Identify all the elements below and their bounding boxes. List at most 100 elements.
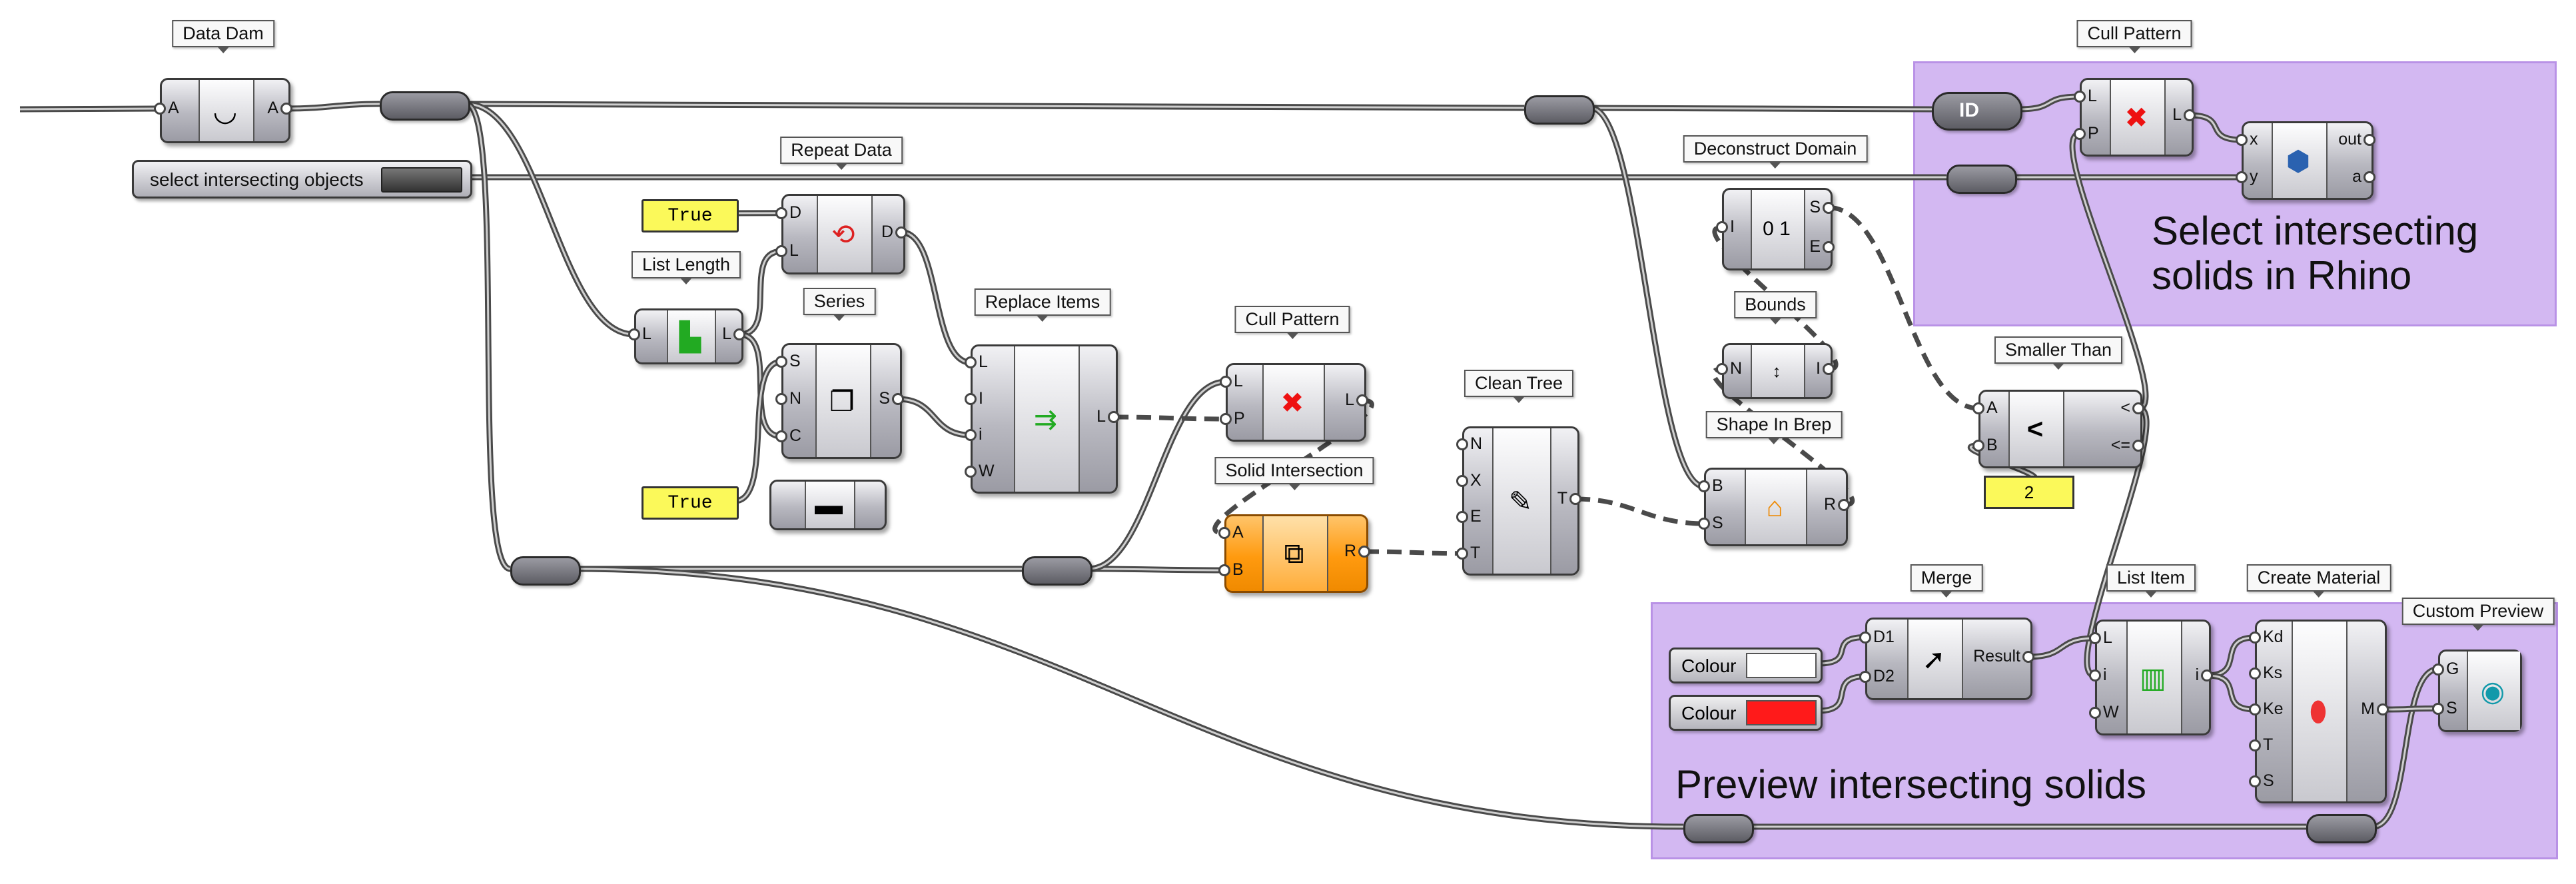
list-item-input-w[interactable]: W xyxy=(2103,703,2119,721)
port-grip[interactable] xyxy=(1859,631,1871,644)
create-material-input-kd[interactable]: Kd xyxy=(2263,628,2284,646)
port-grip[interactable] xyxy=(965,429,977,442)
port-grip[interactable] xyxy=(965,356,977,369)
clean-tree-input-x[interactable]: X xyxy=(1470,470,1482,490)
python-output-a[interactable]: a xyxy=(2352,167,2361,186)
port-grip[interactable] xyxy=(1698,480,1710,492)
relay-4[interactable] xyxy=(510,556,581,586)
cull-pattern-2-input-p[interactable]: P xyxy=(2088,124,2099,143)
group-select-solids[interactable]: Select intersecting solids in Rhino xyxy=(1913,61,2557,326)
port-grip[interactable] xyxy=(2089,632,2101,644)
port-grip[interactable] xyxy=(1218,527,1230,539)
list-item-input-l[interactable]: L xyxy=(2103,628,2112,647)
port-grip[interactable] xyxy=(775,393,787,405)
number-panel[interactable]: 2 xyxy=(1984,476,2074,509)
smaller-than-output-le[interactable]: <= xyxy=(2110,436,2130,454)
port-grip[interactable] xyxy=(775,430,787,442)
button-select-intersecting[interactable]: select intersecting objects xyxy=(132,160,472,199)
clean-tree-input-t[interactable]: T xyxy=(1470,543,1481,562)
relay-5[interactable] xyxy=(1022,556,1092,586)
component-cull-pattern-1[interactable]: ✖ xyxy=(1226,363,1366,442)
repeat-data-input-l[interactable]: L xyxy=(789,241,799,260)
port-grip[interactable] xyxy=(1823,201,1835,214)
cull-pattern-1-output-l[interactable]: L xyxy=(1345,390,1354,409)
deconstruct-domain-input-i[interactable]: I xyxy=(1730,217,1735,236)
port-grip[interactable] xyxy=(2377,703,2389,715)
shape-in-brep-input-b[interactable]: B xyxy=(1712,476,1723,495)
smaller-than-output-lt[interactable]: < xyxy=(2120,398,2130,417)
component-create-material[interactable]: ⬮ xyxy=(2255,620,2387,803)
component-solid-intersection[interactable]: ⧉ xyxy=(1224,514,1368,593)
component-clean-tree[interactable]: ✎ xyxy=(1462,426,1579,576)
bounds-input-n[interactable]: N xyxy=(1730,359,1743,378)
port-grip[interactable] xyxy=(2236,171,2248,183)
deconstruct-domain-output-s[interactable]: S xyxy=(1809,197,1821,217)
component-bounds[interactable]: ↕ xyxy=(1722,343,1833,399)
port-grip[interactable] xyxy=(2432,663,2444,675)
replace-items-output-l[interactable]: L xyxy=(1096,407,1106,426)
series-output-s[interactable]: S xyxy=(879,389,890,408)
port-grip[interactable] xyxy=(1456,547,1468,560)
port-grip[interactable] xyxy=(1218,564,1230,576)
port-grip[interactable] xyxy=(2074,128,2086,140)
clean-tree-input-n[interactable]: N xyxy=(1470,434,1483,454)
port-grip[interactable] xyxy=(2022,651,2034,663)
cull-pattern-2-input-l[interactable]: L xyxy=(2088,87,2097,105)
port-grip[interactable] xyxy=(2089,669,2101,681)
component-shift[interactable]: ▬ xyxy=(769,480,887,530)
port-grip[interactable] xyxy=(2249,703,2261,715)
component-list-length[interactable]: ▙ xyxy=(634,308,743,364)
port-grip[interactable] xyxy=(2132,402,2144,414)
custom-preview-input-s[interactable]: S xyxy=(2446,698,2457,717)
create-material-input-t[interactable]: T xyxy=(2263,735,2274,754)
colour-swatch-white[interactable]: Colour xyxy=(1669,648,1823,683)
replace-items-input-i[interactable]: I xyxy=(979,388,983,408)
clean-tree-input-e[interactable]: E xyxy=(1470,507,1482,526)
list-length-input-l[interactable]: L xyxy=(642,324,651,343)
port-grip[interactable] xyxy=(1456,474,1468,487)
python-output-out[interactable]: out xyxy=(2338,130,2361,149)
port-grip[interactable] xyxy=(1220,376,1232,388)
port-grip[interactable] xyxy=(2089,707,2101,719)
custom-preview-input-g[interactable]: G xyxy=(2446,659,2459,678)
port-grip[interactable] xyxy=(1972,402,1984,414)
port-grip[interactable] xyxy=(733,328,745,340)
shape-in-brep-input-s[interactable]: S xyxy=(1712,514,1723,532)
relay-1[interactable] xyxy=(380,91,470,121)
smaller-than-input-a[interactable]: A xyxy=(1986,398,1998,417)
create-material-input-s[interactable]: S xyxy=(2263,771,2274,790)
list-length-output-l[interactable]: L xyxy=(722,324,731,343)
component-shape-in-brep[interactable]: ⌂ xyxy=(1704,468,1848,546)
button-face[interactable] xyxy=(381,167,462,193)
cull-pattern-1-input-p[interactable]: P xyxy=(1234,409,1245,428)
port-grip[interactable] xyxy=(1356,394,1368,406)
python-input-y[interactable]: y xyxy=(2250,167,2258,186)
port-grip[interactable] xyxy=(1823,240,1835,253)
port-grip[interactable] xyxy=(2184,109,2196,121)
cull-pattern-1-input-l[interactable]: L xyxy=(1234,372,1243,390)
port-grip[interactable] xyxy=(1716,221,1728,233)
port-grip[interactable] xyxy=(1108,411,1120,423)
cull-pattern-2-output-l[interactable]: L xyxy=(2172,105,2182,124)
port-grip[interactable] xyxy=(2249,667,2261,679)
solid-intersection-input-b[interactable]: B xyxy=(1232,560,1244,579)
port-grip[interactable] xyxy=(892,393,904,405)
port-grip[interactable] xyxy=(1716,363,1728,375)
port-grip[interactable] xyxy=(628,328,640,340)
port-grip[interactable] xyxy=(1698,518,1710,530)
solid-intersection-input-a[interactable]: A xyxy=(1232,523,1244,542)
port-grip[interactable] xyxy=(1972,440,1984,452)
merge-input-d2[interactable]: D2 xyxy=(1873,666,1895,685)
port-grip[interactable] xyxy=(965,392,977,405)
port-grip[interactable] xyxy=(775,356,787,368)
component-python[interactable]: ⬢ xyxy=(2242,121,2373,200)
data-dam-output-a[interactable]: A xyxy=(267,99,278,117)
series-input-c[interactable]: C xyxy=(789,426,802,445)
component-list-item[interactable]: ▥ xyxy=(2095,620,2211,735)
relay-7[interactable] xyxy=(2306,814,2377,843)
port-grip[interactable] xyxy=(2236,134,2248,146)
bounds-output-i[interactable]: I xyxy=(1816,359,1821,378)
boolean-toggle-2[interactable]: True xyxy=(642,486,739,520)
solid-intersection-output-r[interactable]: R xyxy=(1344,542,1356,560)
